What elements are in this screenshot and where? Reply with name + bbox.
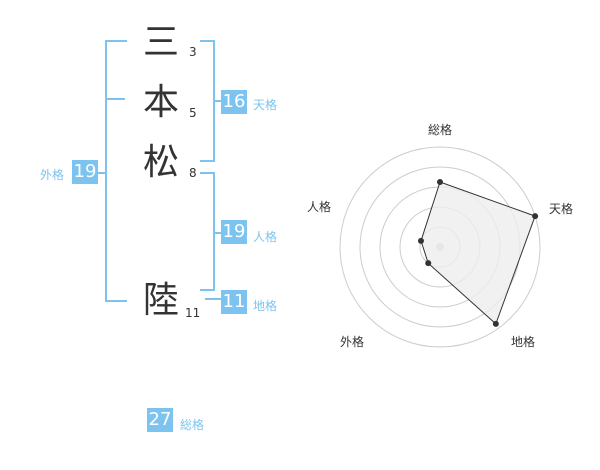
name-char-2: 本	[143, 82, 180, 123]
radar-point-1	[437, 179, 443, 185]
gaikaku-bracket	[105, 40, 127, 302]
radar-label-gaikaku: 外格	[340, 334, 364, 349]
stroke-count-3: 8	[189, 166, 197, 180]
soukaku-value: 27	[147, 408, 173, 432]
jinkaku-bracket-connector	[215, 232, 221, 234]
tenkaku-bracket-connector	[215, 100, 221, 102]
radar-label-chikaku: 地格	[511, 334, 535, 349]
radar-point-5	[417, 237, 424, 244]
stroke-count-4: 11	[185, 306, 201, 320]
jinkaku-bracket	[200, 172, 215, 291]
radar-label-soukaku: 総格	[428, 122, 452, 137]
tenkaku-value: 16	[221, 90, 247, 114]
jinkaku-label: 人格	[253, 230, 278, 244]
gaikaku-bracket-tick	[105, 98, 125, 100]
stroke-count-2: 5	[189, 106, 197, 120]
chikaku-label: 地格	[253, 299, 278, 313]
gaikaku-value: 19	[72, 160, 98, 184]
name-char-4: 陸	[143, 280, 180, 321]
jinkaku-value: 19	[221, 220, 247, 244]
stroke-count-1: 3	[189, 45, 197, 59]
chikaku-value: 11	[221, 290, 247, 314]
radar-chart: 総格 天格 地格 外格 人格	[307, 122, 573, 349]
radar-label-tenkaku: 天格	[549, 201, 573, 216]
name-char-3: 松	[143, 142, 180, 183]
soukaku-label: 総格	[180, 418, 205, 432]
gaikaku-label: 外格	[40, 168, 65, 182]
radar-ring-5	[339, 146, 541, 348]
radar-point-2	[532, 213, 539, 220]
radar-label-jinkaku: 人格	[307, 199, 331, 214]
chikaku-connector	[205, 298, 221, 300]
gaikaku-bracket-connector	[98, 172, 105, 174]
radar-point-4	[425, 260, 432, 267]
name-char-1: 三	[143, 22, 180, 63]
tenkaku-label: 天格	[253, 98, 278, 112]
tenkaku-bracket	[200, 40, 215, 162]
radar-polygon	[420, 181, 536, 325]
radar-point-3	[492, 320, 499, 327]
radar-points	[417, 179, 539, 327]
